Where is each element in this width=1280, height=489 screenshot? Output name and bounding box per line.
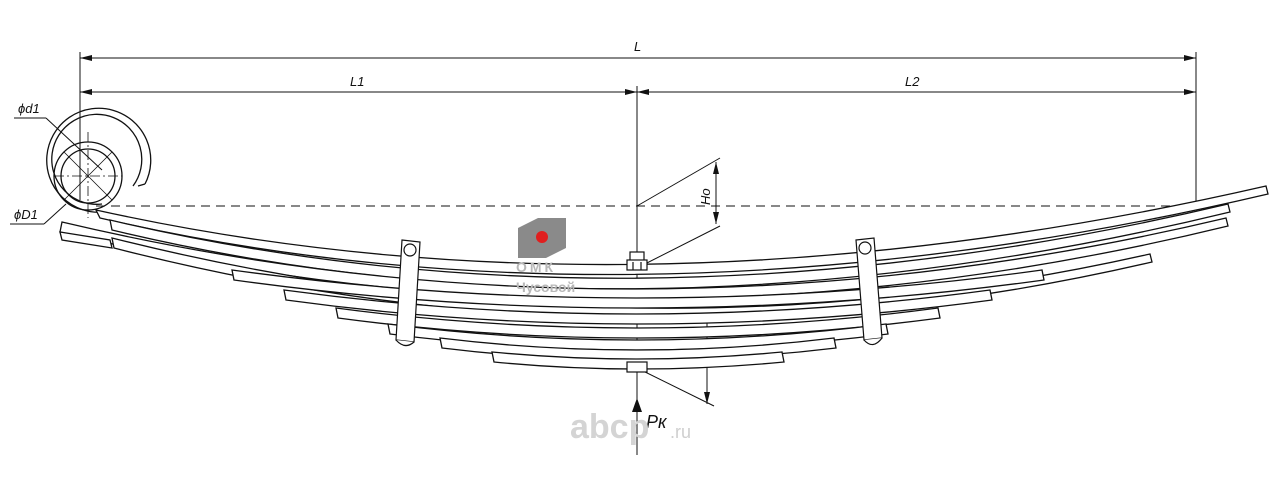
omk-logo-sub: Чусовой [516, 279, 575, 295]
label-Ho: Ho [698, 188, 713, 205]
watermark-domain: .ru [670, 422, 691, 442]
label-Pk: Pк [646, 412, 668, 432]
diameter-leaders [10, 117, 103, 225]
label-L1: L1 [350, 74, 364, 89]
rebound-clip-left [395, 239, 421, 347]
omk-logo-name: ОМК [516, 259, 556, 275]
spring-eye [46, 107, 152, 218]
label-d1: ϕd1 [18, 101, 40, 116]
center-bolt [626, 251, 648, 373]
omk-logo: ОМК Чусовой [516, 218, 575, 295]
omk-logo-dot [536, 231, 548, 243]
abcp-watermark: abcp .ru [570, 408, 691, 446]
label-L: L [634, 39, 641, 54]
rebound-clip-right [855, 237, 883, 346]
label-D1: ϕD1 [14, 207, 38, 222]
label-L2: L2 [905, 74, 920, 89]
spring-leaves [59, 185, 1269, 370]
watermark-brand: abcp [570, 408, 649, 446]
